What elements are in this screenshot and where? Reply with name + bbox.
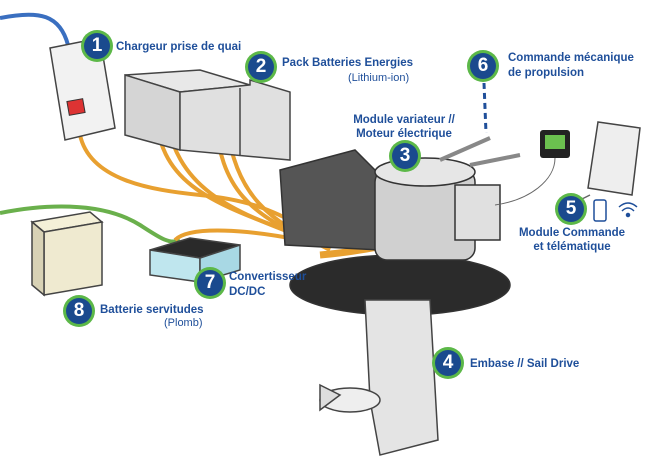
badge-8: 8	[66, 298, 92, 324]
sail-drive-illustration	[319, 299, 439, 456]
shore-cable	[0, 12, 70, 46]
battery-pack-illustration	[124, 69, 291, 161]
badge-6: 6	[470, 53, 496, 79]
motor-module-illustration	[279, 136, 521, 316]
badge-3: 3	[392, 143, 418, 169]
wifi-icon	[618, 202, 638, 218]
label-battery-pack-sub: (Lithium-ion)	[348, 72, 410, 84]
badge-5: 5	[558, 196, 584, 222]
badge-2: 2	[248, 54, 274, 80]
smartphone-icon	[593, 199, 607, 222]
label-service-battery-sub: (Plomb)	[164, 317, 203, 329]
label-converter-2: DC/DC	[229, 286, 266, 298]
label-sail-drive: Embase // Sail Drive	[470, 358, 580, 370]
badge-7: 7	[197, 270, 223, 296]
service-battery-illustration	[30, 211, 104, 297]
shore-charger-illustration	[49, 37, 116, 141]
badge-4: 4	[435, 350, 461, 376]
label-service-battery: Batterie servitudes	[100, 304, 204, 316]
label-telematics-1: Module Commande	[518, 227, 626, 239]
label-charger: Chargeur prise de quai	[116, 41, 242, 53]
service-cable	[0, 204, 181, 244]
label-motor-1: Module variateur //	[353, 114, 455, 126]
control-dashed-line	[482, 82, 488, 134]
label-mechanical-control-1: Commande mécanique	[508, 52, 634, 64]
label-motor-2: Moteur électrique	[356, 128, 452, 140]
control-display-illustration	[494, 130, 570, 206]
label-converter-1: Convertisseur	[229, 271, 307, 283]
label-mechanical-control-2: de propulsion	[508, 67, 585, 79]
label-telematics-2: et télématique	[533, 241, 611, 253]
label-battery-pack: Pack Batteries Energies	[282, 57, 414, 69]
dcdc-converter-illustration	[149, 237, 241, 284]
badge-1: 1	[84, 33, 110, 59]
